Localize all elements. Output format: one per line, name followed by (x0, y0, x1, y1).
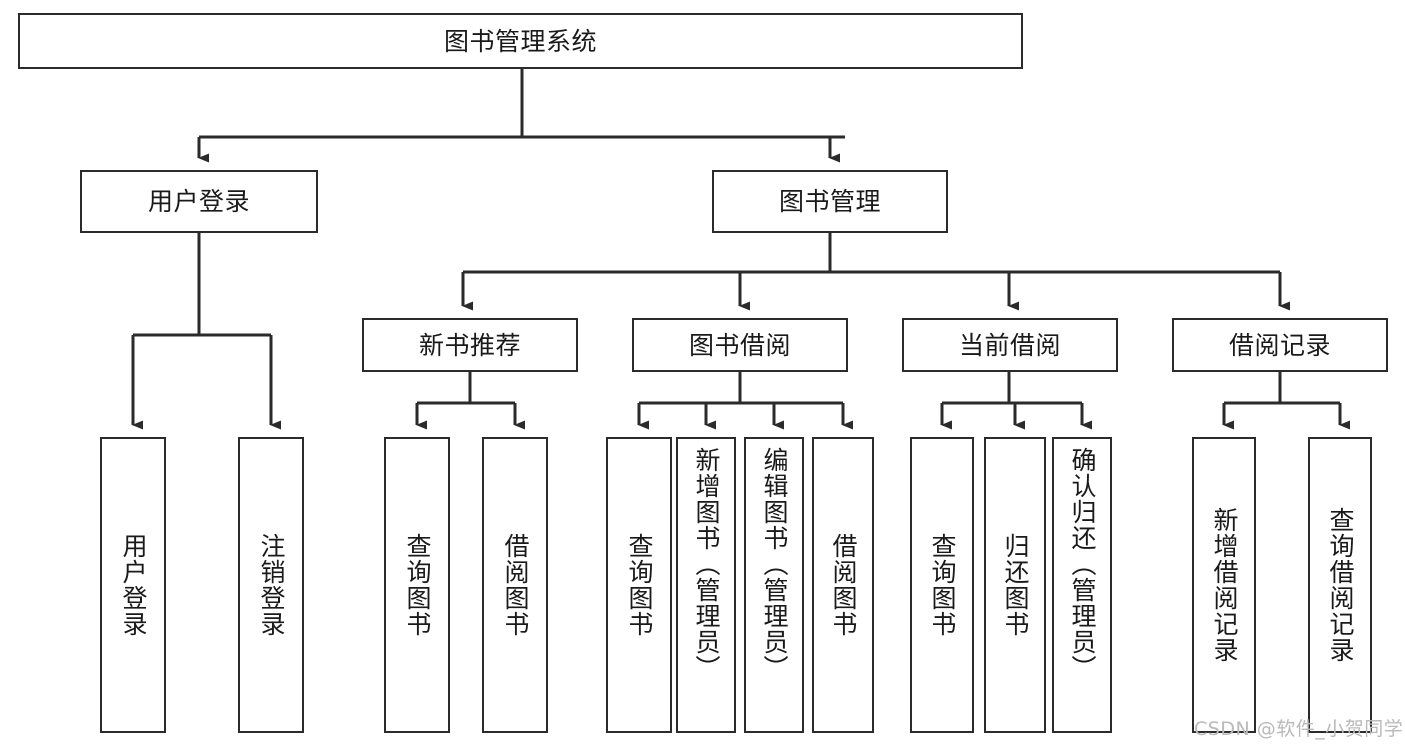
node-leaf-add-book[interactable]: 新增图书（管理员） (676, 437, 736, 733)
node-label-leaf-confirm-return: 确认归还（管理员） (1068, 447, 1097, 681)
node-label-user-login: 用户登录 (147, 187, 250, 216)
node-leaf-query-book-2[interactable]: 查询图书 (606, 437, 672, 733)
node-leaf-user-login[interactable]: 用户登录 (100, 437, 166, 733)
node-label-book-manage: 图书管理 (778, 187, 881, 216)
node-label-leaf-user-logout: 注销登录 (257, 533, 286, 637)
node-current-borrow[interactable]: 当前借阅 (902, 318, 1118, 372)
node-root[interactable]: 图书管理系统 (18, 13, 1023, 69)
node-label-leaf-query-book-1: 查询图书 (403, 533, 432, 637)
node-label-new-book-recommend: 新书推荐 (418, 330, 521, 360)
node-label-leaf-return-book: 归还图书 (1001, 533, 1030, 637)
node-borrow-record[interactable]: 借阅记录 (1172, 318, 1388, 372)
node-leaf-confirm-return[interactable]: 确认归还（管理员） (1052, 437, 1112, 733)
node-leaf-add-record[interactable]: 新增借阅记录 (1192, 437, 1256, 733)
node-label-borrow-record: 借阅记录 (1228, 330, 1331, 360)
node-leaf-borrow-book-2[interactable]: 借阅图书 (812, 437, 874, 733)
node-label-leaf-add-record: 新增借阅记录 (1210, 507, 1239, 663)
node-leaf-borrow-book-1[interactable]: 借阅图书 (482, 437, 548, 733)
node-leaf-return-book[interactable]: 归还图书 (984, 437, 1046, 733)
node-new-book-recommend[interactable]: 新书推荐 (362, 318, 578, 372)
node-label-leaf-query-book-2: 查询图书 (625, 533, 654, 637)
node-label-leaf-borrow-book-2: 借阅图书 (829, 533, 858, 637)
node-book-manage[interactable]: 图书管理 (712, 170, 948, 233)
node-label-leaf-query-book-3: 查询图书 (928, 533, 957, 637)
node-leaf-user-logout[interactable]: 注销登录 (238, 437, 304, 733)
node-label-leaf-user-login: 用户登录 (119, 533, 148, 637)
node-leaf-edit-book[interactable]: 编辑图书（管理员） (744, 437, 804, 733)
node-label-current-borrow: 当前借阅 (958, 330, 1061, 360)
node-leaf-query-record[interactable]: 查询借阅记录 (1308, 437, 1372, 733)
node-label-leaf-edit-book: 编辑图书（管理员） (760, 447, 789, 681)
node-label-root: 图书管理系统 (443, 26, 597, 56)
node-book-borrow[interactable]: 图书借阅 (632, 318, 848, 372)
node-leaf-query-book-3[interactable]: 查询图书 (910, 437, 974, 733)
node-user-login[interactable]: 用户登录 (80, 170, 318, 233)
node-label-leaf-add-book: 新增图书（管理员） (692, 447, 721, 681)
node-label-leaf-borrow-book-1: 借阅图书 (501, 533, 530, 637)
node-label-book-borrow: 图书借阅 (688, 330, 791, 360)
csdn-watermark: CSDN @软件_小贺同学 (1194, 718, 1404, 740)
node-label-leaf-query-record: 查询借阅记录 (1326, 507, 1355, 663)
node-leaf-query-book-1[interactable]: 查询图书 (384, 437, 450, 733)
